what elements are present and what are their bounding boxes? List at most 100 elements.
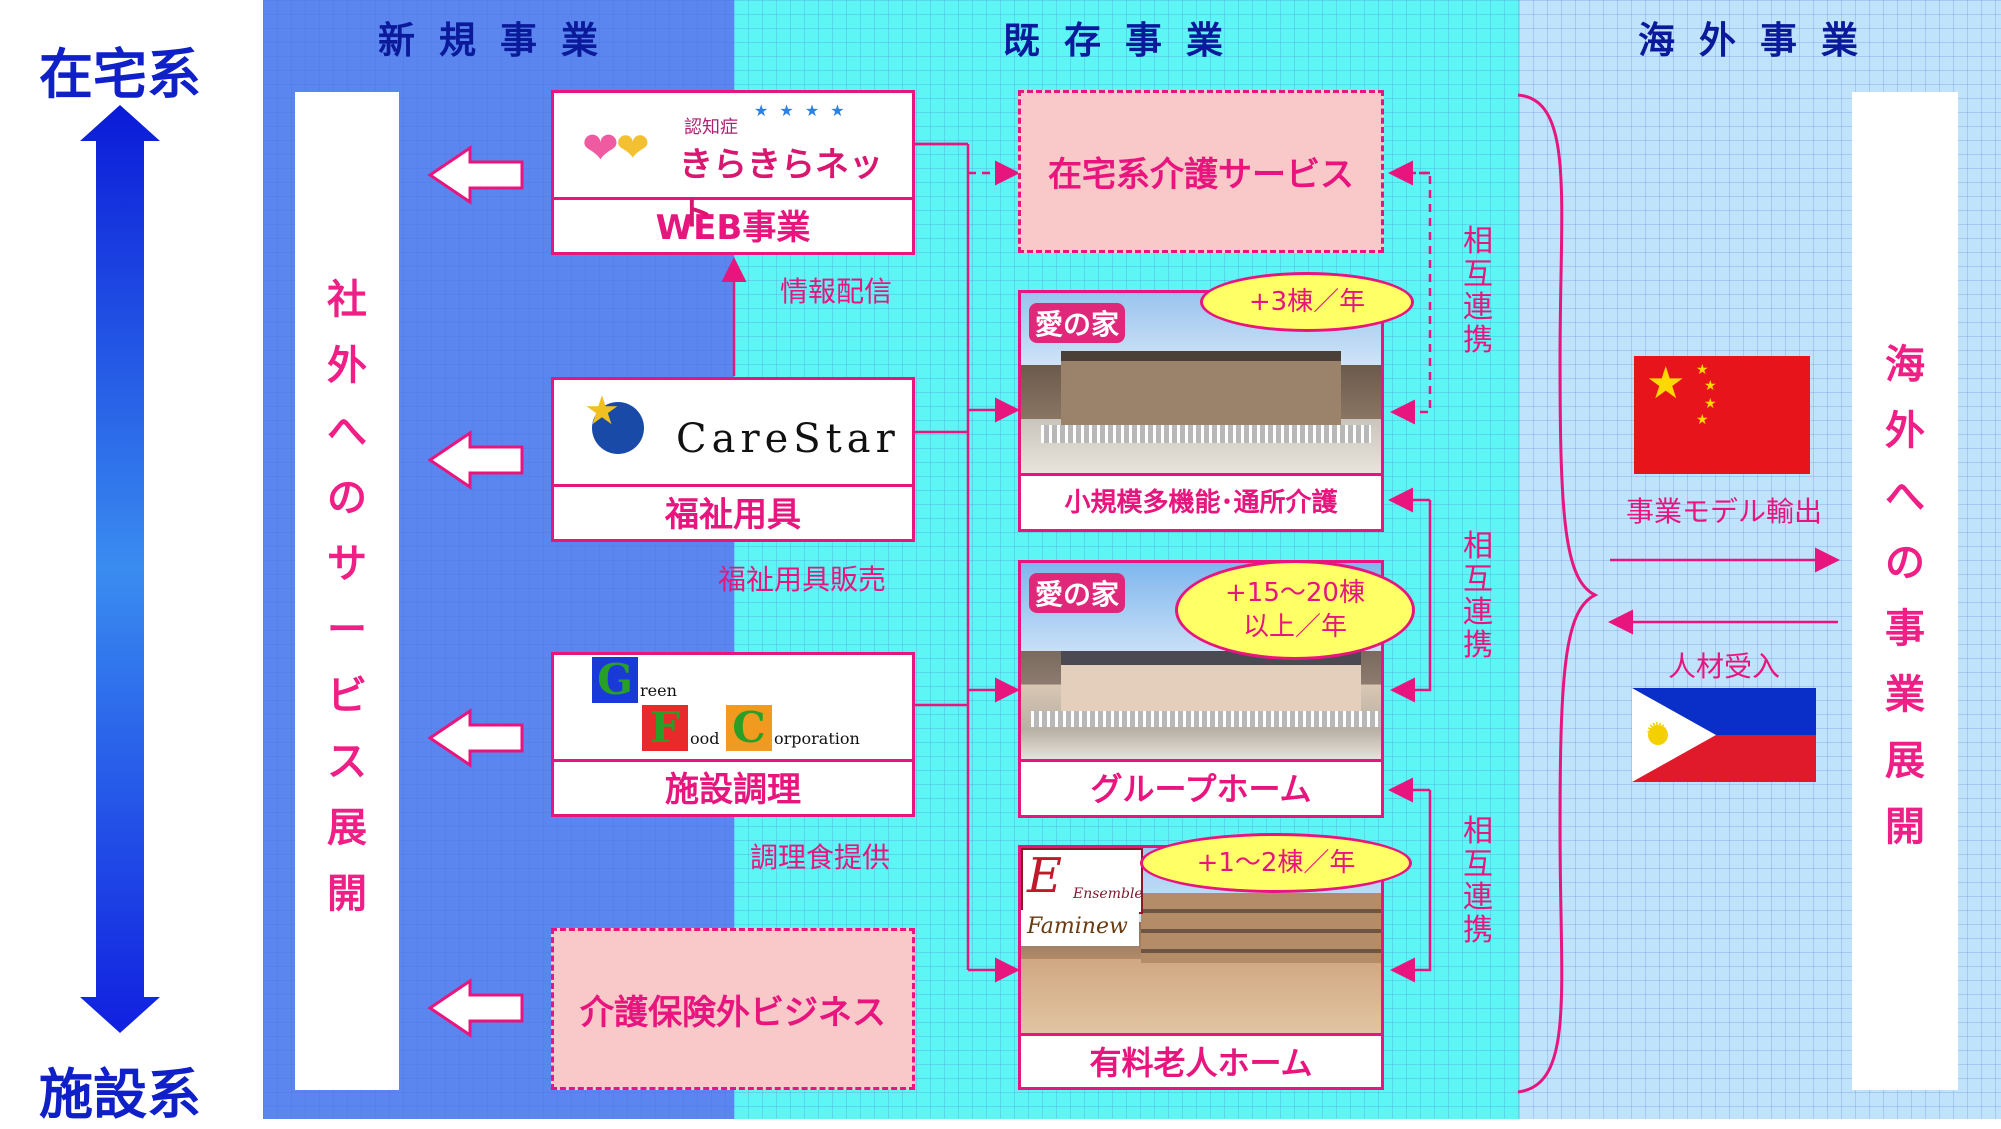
philippines-flag: ✺ <box>1632 688 1816 782</box>
mutual-cooperation-char: 相 <box>1463 529 1493 564</box>
star-icon: ★ <box>1696 362 1709 378</box>
column-header-new: 新規事業 <box>378 19 622 62</box>
overseas-expansion-char: 開 <box>1885 804 1925 850</box>
star-icon: ★ <box>584 388 620 434</box>
mutual-cooperation-char: 相 <box>1463 224 1493 259</box>
star-icon: ★ <box>1704 396 1717 412</box>
star-icon: ★ <box>1646 358 1686 409</box>
group-home-growth-line-2: 以上／年 <box>1242 612 1347 642</box>
ensemble-logo-cap: E <box>1027 848 1063 904</box>
overseas-expansion-char: 外 <box>1885 408 1925 454</box>
external-services-char: 展 <box>327 805 367 851</box>
mutual-cooperation-label-2: 相互連携 <box>1463 530 1493 662</box>
web-business-note: 情報配信 <box>780 275 893 308</box>
facility-cooking-box: G reen F ood C orporation 施設調理 <box>551 652 915 817</box>
kirakira-logo-main: きらきらネット <box>679 145 883 234</box>
business-model-export: 事業モデル輸出 <box>1625 495 1822 528</box>
fence-icon <box>1041 425 1371 443</box>
paid-nursing-home-growth: +1～2棟／年 <box>1140 833 1412 893</box>
overseas-expansion-char: 海 <box>1885 342 1925 388</box>
external-services-char: ー <box>327 607 367 653</box>
external-services-char: 社 <box>327 277 367 323</box>
heart-icon: ❤ <box>616 125 650 171</box>
star-icon: ★ <box>1704 378 1717 394</box>
mutual-cooperation-char: 連 <box>1463 880 1493 915</box>
overseas-expansion-char: 事 <box>1885 606 1925 652</box>
external-services-label: 社外へのサービス展開 <box>295 267 399 927</box>
stars-icon: ★ ★ ★ ★ <box>754 101 848 120</box>
small-multifunction-box: 愛の家 小規模多機能･通所介護 <box>1018 290 1384 532</box>
non-insurance-business-box: 介護保険外ビジネス <box>551 928 915 1090</box>
external-services-char: ス <box>327 739 367 785</box>
mutual-cooperation-label-3: 相互連携 <box>1463 815 1493 947</box>
logo-line-3: orporation <box>774 729 860 748</box>
ensemble-logo: E Ensemble <box>1021 848 1143 914</box>
carestar-icon <box>592 402 644 454</box>
ensemble-logo-text: Ensemble <box>1073 886 1143 902</box>
small-multifunction-photo: 愛の家 <box>1021 293 1381 473</box>
external-services-char: の <box>327 475 367 521</box>
mutual-cooperation-char: 連 <box>1463 290 1493 325</box>
overseas-expansion-char: へ <box>1885 474 1925 520</box>
axis-arrow <box>80 105 160 1033</box>
mutual-cooperation-char: 携 <box>1463 628 1493 663</box>
kirakira-logo-small: 認知症 <box>684 117 738 138</box>
mutual-cooperation-label-1: 相互連携 <box>1463 225 1493 357</box>
ainoie-logo: 愛の家 <box>1029 303 1126 343</box>
logo-cap-g: G <box>592 657 638 703</box>
mutual-cooperation-char: 相 <box>1463 814 1493 849</box>
overseas-expansion-char: 業 <box>1885 672 1925 718</box>
external-services-char: サ <box>327 541 367 587</box>
group-home-label: グループホーム <box>1021 759 1381 818</box>
overseas-expansion-panel: 海外への事業展開 <box>1852 92 1958 1090</box>
welfare-equipment-box: ★ CareStar 福祉用具 <box>551 377 915 542</box>
building-icon <box>1061 351 1341 431</box>
external-services-panel: 社外へのサービス展開 <box>295 92 399 1090</box>
column-header-existing: 既存事業 <box>1003 19 1247 62</box>
external-services-char: ビ <box>327 673 367 719</box>
left-arrow-welfare <box>427 430 524 490</box>
left-arrow-web <box>427 145 524 205</box>
human-resource-intake: 人材受入 <box>1667 650 1780 683</box>
facility-cooking-label: 施設調理 <box>554 759 912 820</box>
paid-nursing-home-label: 有料老人ホーム <box>1021 1033 1381 1092</box>
carestar-wordmark: CareStar <box>676 416 900 462</box>
mutual-cooperation-char: 連 <box>1463 595 1493 630</box>
logo-line-1: reen <box>640 681 677 700</box>
mutual-cooperation-char: 互 <box>1463 562 1493 597</box>
overseas-expansion-char: 展 <box>1885 738 1925 784</box>
overseas-expansion-label: 海外への事業展開 <box>1852 332 1958 860</box>
external-services-char: 外 <box>327 343 367 389</box>
carestar-logo: ★ CareStar <box>554 380 912 484</box>
left-arrow-food <box>427 708 524 768</box>
external-services-char: 開 <box>327 871 367 917</box>
axis-top-label: 在宅系 <box>39 43 201 106</box>
axis-bottom-label: 施設系 <box>39 1063 201 1126</box>
ainoie-logo: 愛の家 <box>1029 573 1126 613</box>
star-icon: ★ <box>1696 412 1709 428</box>
web-business-box: ❤ ❤ ★ ★ ★ ★ 認知症 きらきらネット WEB事業 <box>551 90 915 255</box>
faminew-logo: Faminew <box>1021 910 1139 946</box>
kirakira-logo: ❤ ❤ ★ ★ ★ ★ 認知症 きらきらネット <box>554 93 912 234</box>
web-business-label: WEB事業 <box>554 197 912 258</box>
mutual-cooperation-char: 互 <box>1463 257 1493 292</box>
logo-cap-c: C <box>726 705 772 751</box>
mutual-cooperation-char: 互 <box>1463 847 1493 882</box>
logo-cap-f: F <box>642 705 688 751</box>
home-care-service-box: 在宅系介護サービス <box>1018 90 1384 253</box>
logo-line-2: ood <box>690 729 720 748</box>
heart-icon: ❤ <box>582 123 619 174</box>
small-multifunction-label: 小規模多機能･通所介護 <box>1021 473 1381 532</box>
group-home-growth-line-1: +15～20棟 <box>1225 578 1365 608</box>
mutual-cooperation-char: 携 <box>1463 323 1493 358</box>
left-arrow-non-insurance <box>427 978 524 1038</box>
mutual-cooperation-char: 携 <box>1463 913 1493 948</box>
sun-icon: ✺ <box>1646 718 1668 748</box>
group-home-growth: +15～20棟 以上／年 <box>1175 560 1415 660</box>
faminew-logo-text: Faminew <box>1027 914 1128 939</box>
overseas-expansion-char: の <box>1885 540 1925 586</box>
column-header-overseas: 海外事業 <box>1638 19 1882 62</box>
facility-cooking-note: 調理食提供 <box>750 841 891 874</box>
welfare-equipment-note: 福祉用具販売 <box>718 563 887 596</box>
